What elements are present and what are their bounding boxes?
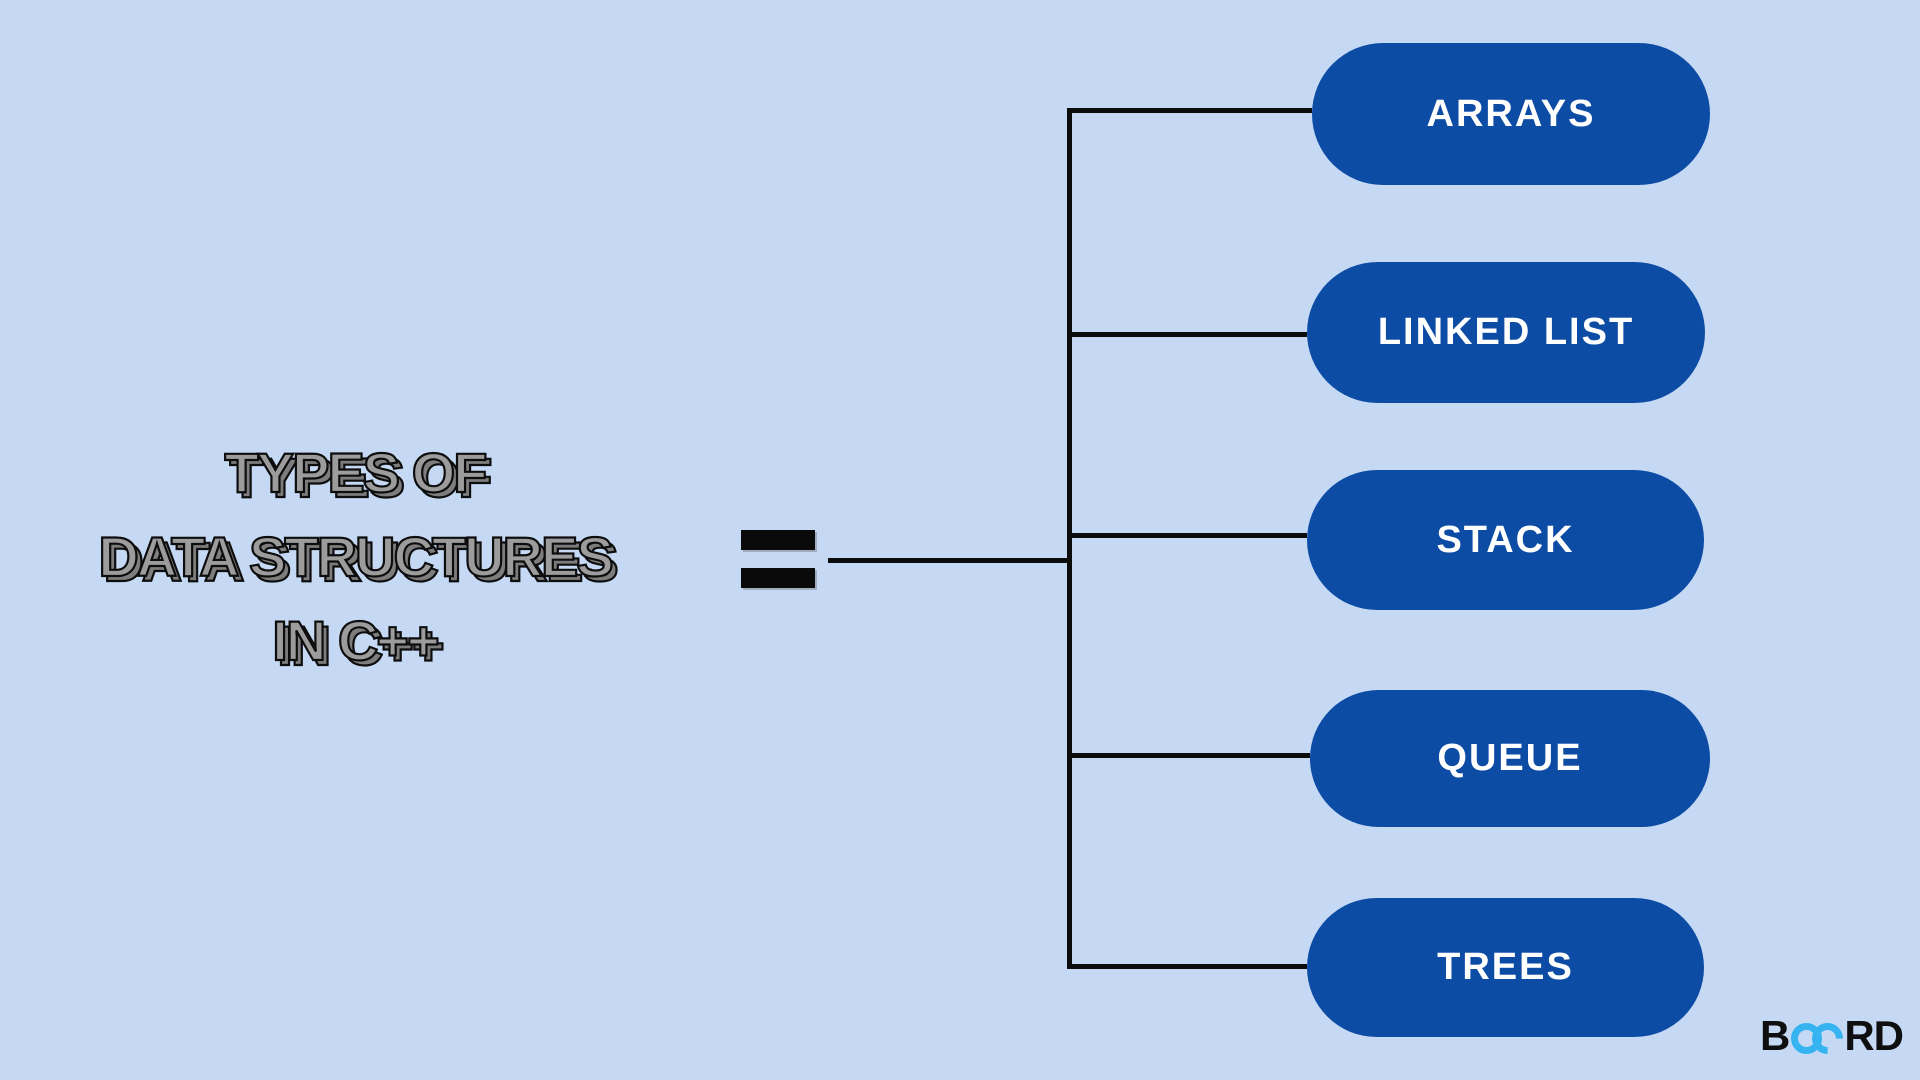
infinity-loop-left xyxy=(1791,1022,1823,1054)
title-line-2-shadow: DATA STRUCTURES xyxy=(102,529,620,594)
connector-branch-arrays xyxy=(1069,108,1312,113)
equals-bottom-bar xyxy=(741,568,815,588)
title-line-1: TYPES OF TYPES OF xyxy=(60,431,650,515)
node-arrays-label: ARRAYS xyxy=(1426,92,1596,135)
title-line-2: DATA STRUCTURES DATA STRUCTURES xyxy=(60,515,650,599)
infinity-loop-right xyxy=(1805,1016,1850,1060)
title-line-3: IN C++ IN C++ xyxy=(60,599,650,683)
node-queue: QUEUE xyxy=(1310,690,1710,827)
title-line-3-shadow: IN C++ xyxy=(276,613,446,678)
diagram-title: TYPES OF TYPES OF DATA STRUCTURES DATA S… xyxy=(60,431,650,683)
connector-branch-stack xyxy=(1069,533,1307,538)
node-trees: TREES xyxy=(1307,898,1704,1037)
infinity-icon xyxy=(1791,1016,1850,1060)
logo-text-prefix: B xyxy=(1760,1012,1790,1059)
node-stack-label: STACK xyxy=(1436,518,1575,561)
connector-branch-queue xyxy=(1069,753,1310,758)
equals-top-bar xyxy=(741,530,815,550)
title-line-1-text: TYPES OF xyxy=(223,440,488,505)
title-line-3-text: IN C++ xyxy=(271,608,441,673)
node-linked-list: LINKED LIST xyxy=(1307,262,1705,403)
logo-text-suffix: RD xyxy=(1844,1012,1904,1059)
node-trees-label: TREES xyxy=(1437,946,1574,988)
equals-icon xyxy=(741,530,815,589)
connector-root-line xyxy=(828,558,1069,563)
connector-branch-trees xyxy=(1069,964,1307,969)
node-linked-list-label: LINKED LIST xyxy=(1377,311,1635,353)
node-stack: STACK xyxy=(1307,470,1704,610)
connector-branch-linked-list xyxy=(1069,332,1307,337)
connector-trunk-line xyxy=(1067,108,1072,969)
title-line-1-shadow: TYPES OF xyxy=(228,445,493,510)
board-logo: B RD xyxy=(1760,1012,1904,1060)
node-queue-label: QUEUE xyxy=(1437,737,1583,779)
node-arrays: ARRAYS xyxy=(1312,43,1710,185)
title-line-2-text: DATA STRUCTURES xyxy=(97,524,615,589)
